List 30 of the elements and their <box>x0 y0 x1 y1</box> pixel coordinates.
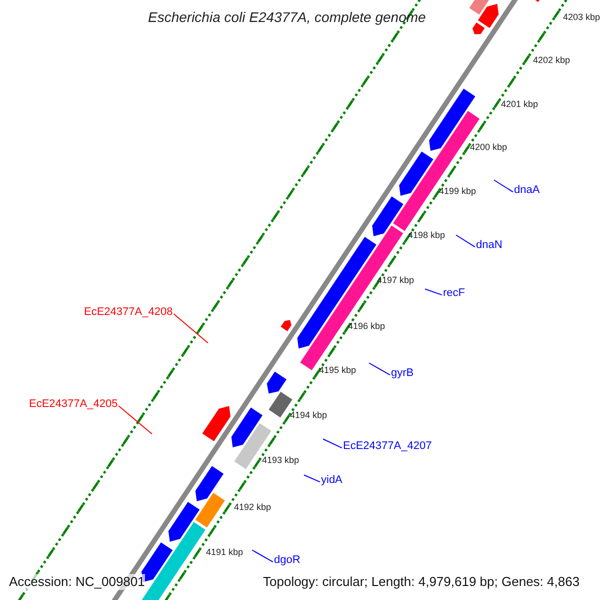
leader-line <box>304 474 320 482</box>
scale-label: 4191 kbp <box>206 547 244 558</box>
leader-line <box>368 362 390 376</box>
gene-label: recF <box>443 287 465 300</box>
gene-label: dnaN <box>476 239 502 252</box>
gene-label: dnaA <box>514 184 540 198</box>
scale-label: 4192 kbp <box>234 502 272 513</box>
gene-label: dgoR <box>274 554 300 568</box>
leader-line <box>456 234 476 248</box>
leader-line <box>173 313 208 344</box>
scale-label: 4200 kbp <box>470 142 508 153</box>
leader-line <box>252 550 274 562</box>
scale-label: 4194 kbp <box>290 410 328 421</box>
leader-line <box>118 405 152 434</box>
scale-label: 4193 kbp <box>262 455 300 466</box>
gene-label: yidA <box>321 474 342 488</box>
genome-info-text: Topology: circular; Length: 4,979,619 bp; Genes: 4,863 <box>263 574 580 590</box>
scale-label: 4202 kbp <box>533 55 570 66</box>
scale-label: 4203 kbp <box>563 12 600 23</box>
leader-line <box>424 288 442 296</box>
scale-label: 4199 kbp <box>439 186 476 197</box>
leader-line <box>494 180 514 192</box>
accession-text: Accession: NC_009801 <box>9 574 145 590</box>
map-title: Escherichia coli E24377A, complete genome <box>148 9 426 26</box>
gene-label: EcE24377A_4207 <box>343 440 432 454</box>
gene-label: EcE24377A_4208 <box>84 306 173 320</box>
scale-label: 4201 kbp <box>501 99 538 110</box>
gene-label: gyrB <box>391 367 414 380</box>
gene-label: EcE24377A_4205 <box>29 398 118 412</box>
leader-line <box>322 438 342 448</box>
